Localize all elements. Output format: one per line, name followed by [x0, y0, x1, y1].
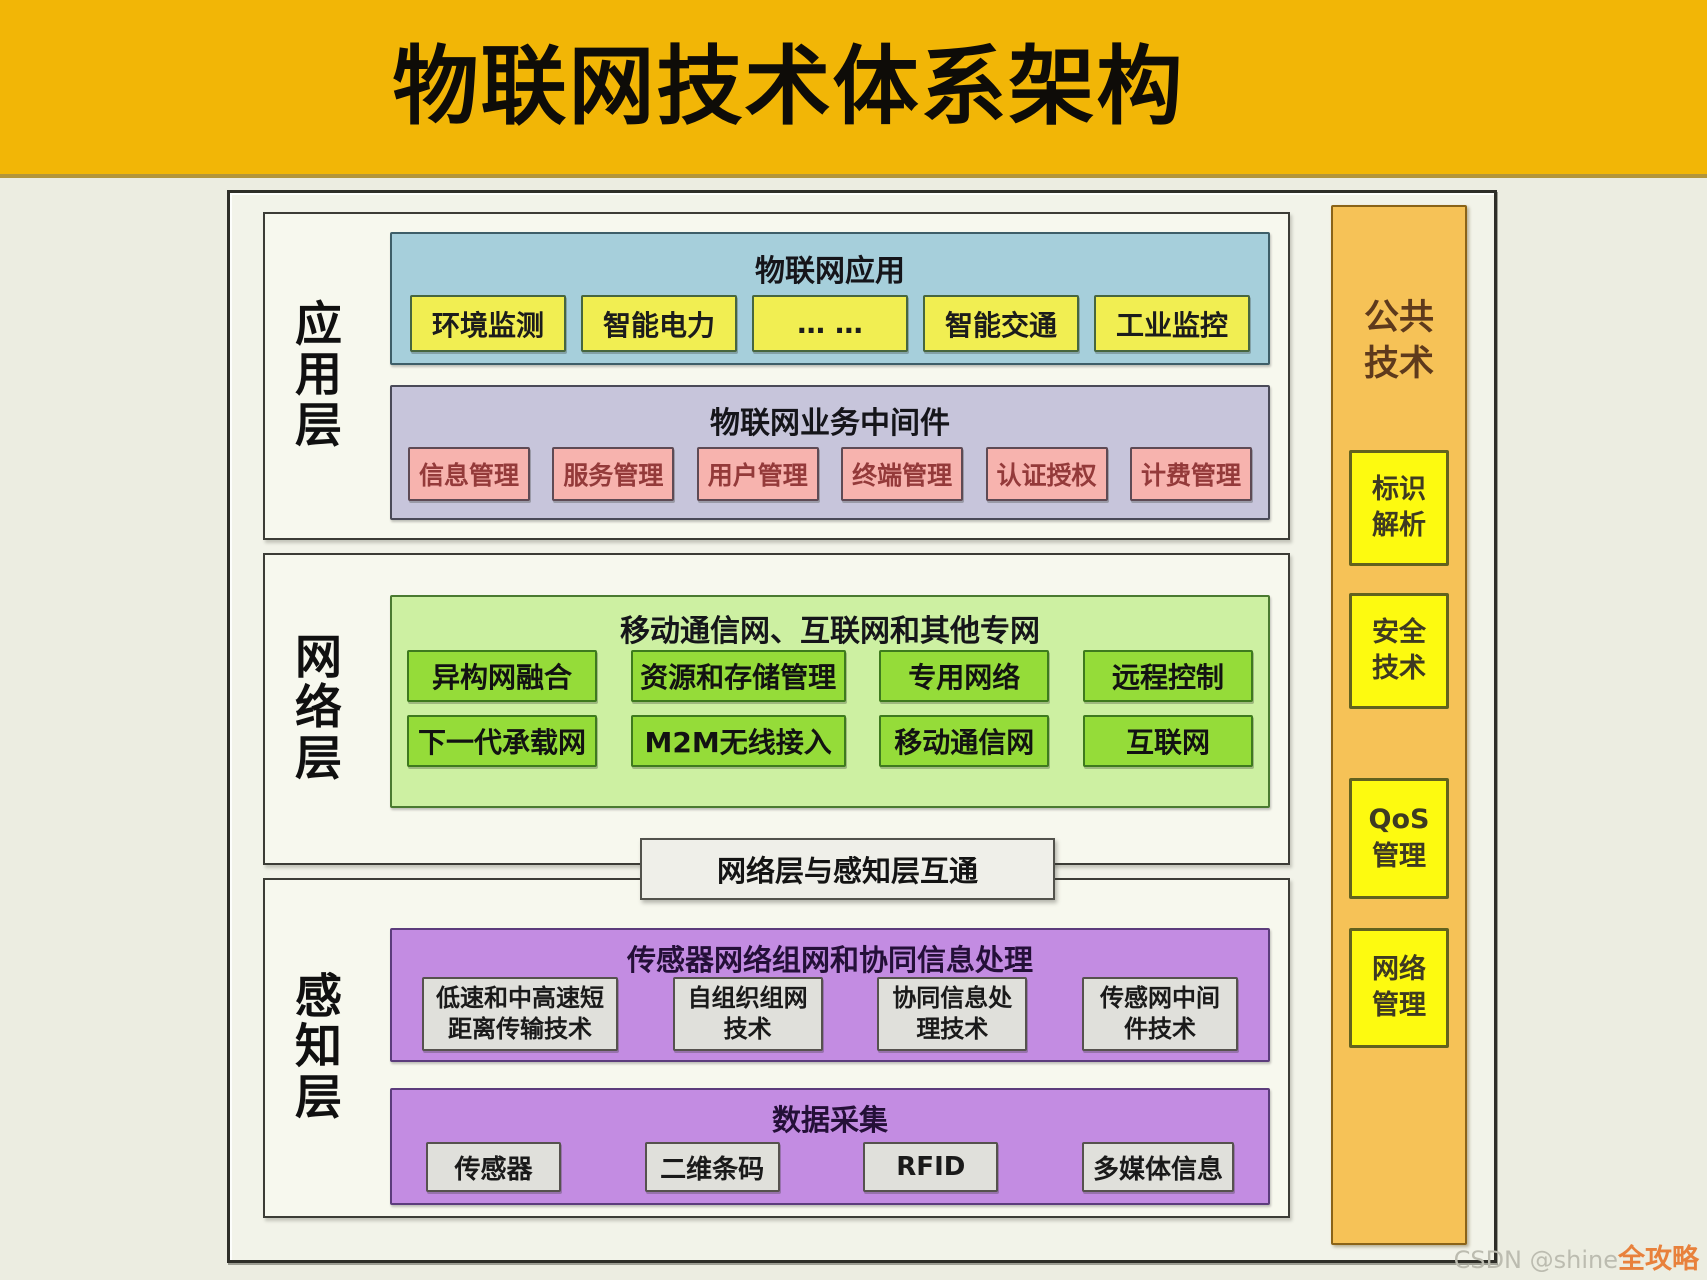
watermark: CSDN @shine全攻略: [1454, 1237, 1699, 1276]
middleware-item-service-mgmt: 服务管理: [552, 447, 675, 501]
network-perception-interconnect: 网络层与感知层互通: [640, 838, 1055, 900]
middleware-item-user-mgmt: 用户管理: [696, 447, 819, 501]
dc-item-sensor: 传感器: [426, 1142, 561, 1192]
application-layer-label: 应 用 层: [295, 297, 342, 454]
sensor-network-container: 传感器网络组网和协同信息处理 低速和中高速短 距离传输技术 自组织组网 技术 协…: [390, 928, 1270, 1062]
common-tech-identifier-resolution: 标识 解析: [1349, 450, 1449, 566]
iot-applications-title: 物联网应用: [755, 254, 905, 289]
middleware-row: 信息管理 服务管理 用户管理 终端管理 认证授权 计费管理: [392, 447, 1268, 501]
perception-layer-label: 感 知 层: [295, 969, 342, 1126]
sensor-item-self-organizing: 自组织组网 技术: [672, 977, 823, 1051]
dc-item-multimedia: 多媒体信息: [1081, 1142, 1234, 1192]
page-title: 物联网技术体系架构: [392, 37, 1185, 137]
data-collection-title: 数据采集: [771, 1103, 888, 1137]
middleware-item-billing-mgmt: 计费管理: [1129, 447, 1252, 501]
network-title: 移动通信网、互联网和其他专网: [620, 614, 1040, 649]
net-item-private-network: 专用网络: [879, 650, 1050, 702]
app-item-smart-transport: 智能交通: [923, 295, 1079, 352]
net-item-remote-control: 远程控制: [1082, 650, 1253, 702]
data-collection-row: 传感器 二维条码 RFID 多媒体信息: [392, 1142, 1268, 1192]
common-tech-network-mgmt: 网络 管理: [1349, 928, 1449, 1048]
watermark-csdn-user: CSDN @shine: [1453, 1246, 1618, 1274]
net-item-mobile-network: 移动通信网: [879, 715, 1050, 767]
watermark-brand: 全攻略: [1618, 1244, 1699, 1275]
diagram-frame: 应 用 层 物联网应用 环境监测 智能电力 … … 智能交通 工业监控 物联网业…: [227, 190, 1497, 1263]
common-tech-sidebar: 公共 技术 标识 解析 安全 技术 QoS 管理 网络 管理: [1331, 205, 1467, 1245]
app-item-ellipsis: … …: [752, 295, 908, 352]
iot-applications-container: 物联网应用 环境监测 智能电力 … … 智能交通 工业监控: [390, 232, 1270, 365]
common-tech-title: 公共 技术: [1363, 298, 1434, 385]
middleware-item-auth: 认证授权: [985, 447, 1108, 501]
app-item-environment-monitoring: 环境监测: [410, 295, 566, 352]
net-item-heterogeneous-fusion: 异构网融合: [407, 650, 597, 702]
network-row-1: 异构网融合 资源和存储管理 专用网络 远程控制: [392, 650, 1268, 702]
network-container: 移动通信网、互联网和其他专网 异构网融合 资源和存储管理 专用网络 远程控制 下…: [390, 595, 1270, 808]
app-item-industrial-monitoring: 工业监控: [1094, 295, 1250, 352]
application-layer-box: 应 用 层 物联网应用 环境监测 智能电力 … … 智能交通 工业监控 物联网业…: [263, 212, 1290, 540]
sensor-item-short-range-transmission: 低速和中高速短 距离传输技术: [422, 977, 618, 1051]
title-banner: 物联网技术体系架构: [0, 0, 1707, 178]
sensor-item-collaborative-processing: 协同信息处 理技术: [877, 977, 1028, 1051]
network-row-2: 下一代承载网 M2M无线接入 移动通信网 互联网: [392, 715, 1268, 767]
app-item-smart-power: 智能电力: [581, 295, 737, 352]
dc-item-rfid: RFID: [863, 1142, 999, 1192]
middleware-container: 物联网业务中间件 信息管理 服务管理 用户管理 终端管理 认证授权 计费管理: [390, 385, 1270, 520]
net-item-internet: 互联网: [1082, 715, 1253, 767]
middleware-item-info-mgmt: 信息管理: [408, 447, 530, 501]
middleware-title: 物联网业务中间件: [710, 406, 950, 441]
middleware-item-terminal-mgmt: 终端管理: [841, 447, 964, 501]
sensor-network-title: 传感器网络组网和协同信息处理: [626, 943, 1033, 977]
dc-item-2d-barcode: 二维条码: [644, 1142, 780, 1192]
net-item-next-gen-bearer: 下一代承载网: [407, 715, 597, 767]
iot-applications-row: 环境监测 智能电力 … … 智能交通 工业监控: [392, 295, 1268, 352]
perception-layer-box: 感 知 层 传感器网络组网和协同信息处理 低速和中高速短 距离传输技术 自组织组…: [263, 878, 1290, 1218]
network-layer-label: 网 络 层: [295, 630, 342, 787]
network-layer-box: 网 络 层 移动通信网、互联网和其他专网 异构网融合 资源和存储管理 专用网络 …: [263, 553, 1290, 865]
data-collection-container: 数据采集 传感器 二维条码 RFID 多媒体信息: [390, 1088, 1270, 1205]
net-item-resource-storage-mgmt: 资源和存储管理: [630, 650, 846, 702]
sensor-network-row: 低速和中高速短 距离传输技术 自组织组网 技术 协同信息处 理技术 传感网中间 …: [392, 977, 1268, 1051]
common-tech-qos-mgmt: QoS 管理: [1349, 778, 1449, 899]
common-tech-security: 安全 技术: [1349, 593, 1449, 709]
net-item-m2m-wireless: M2M无线接入: [630, 715, 846, 767]
sensor-item-sensor-middleware: 传感网中间 件技术: [1081, 977, 1238, 1051]
